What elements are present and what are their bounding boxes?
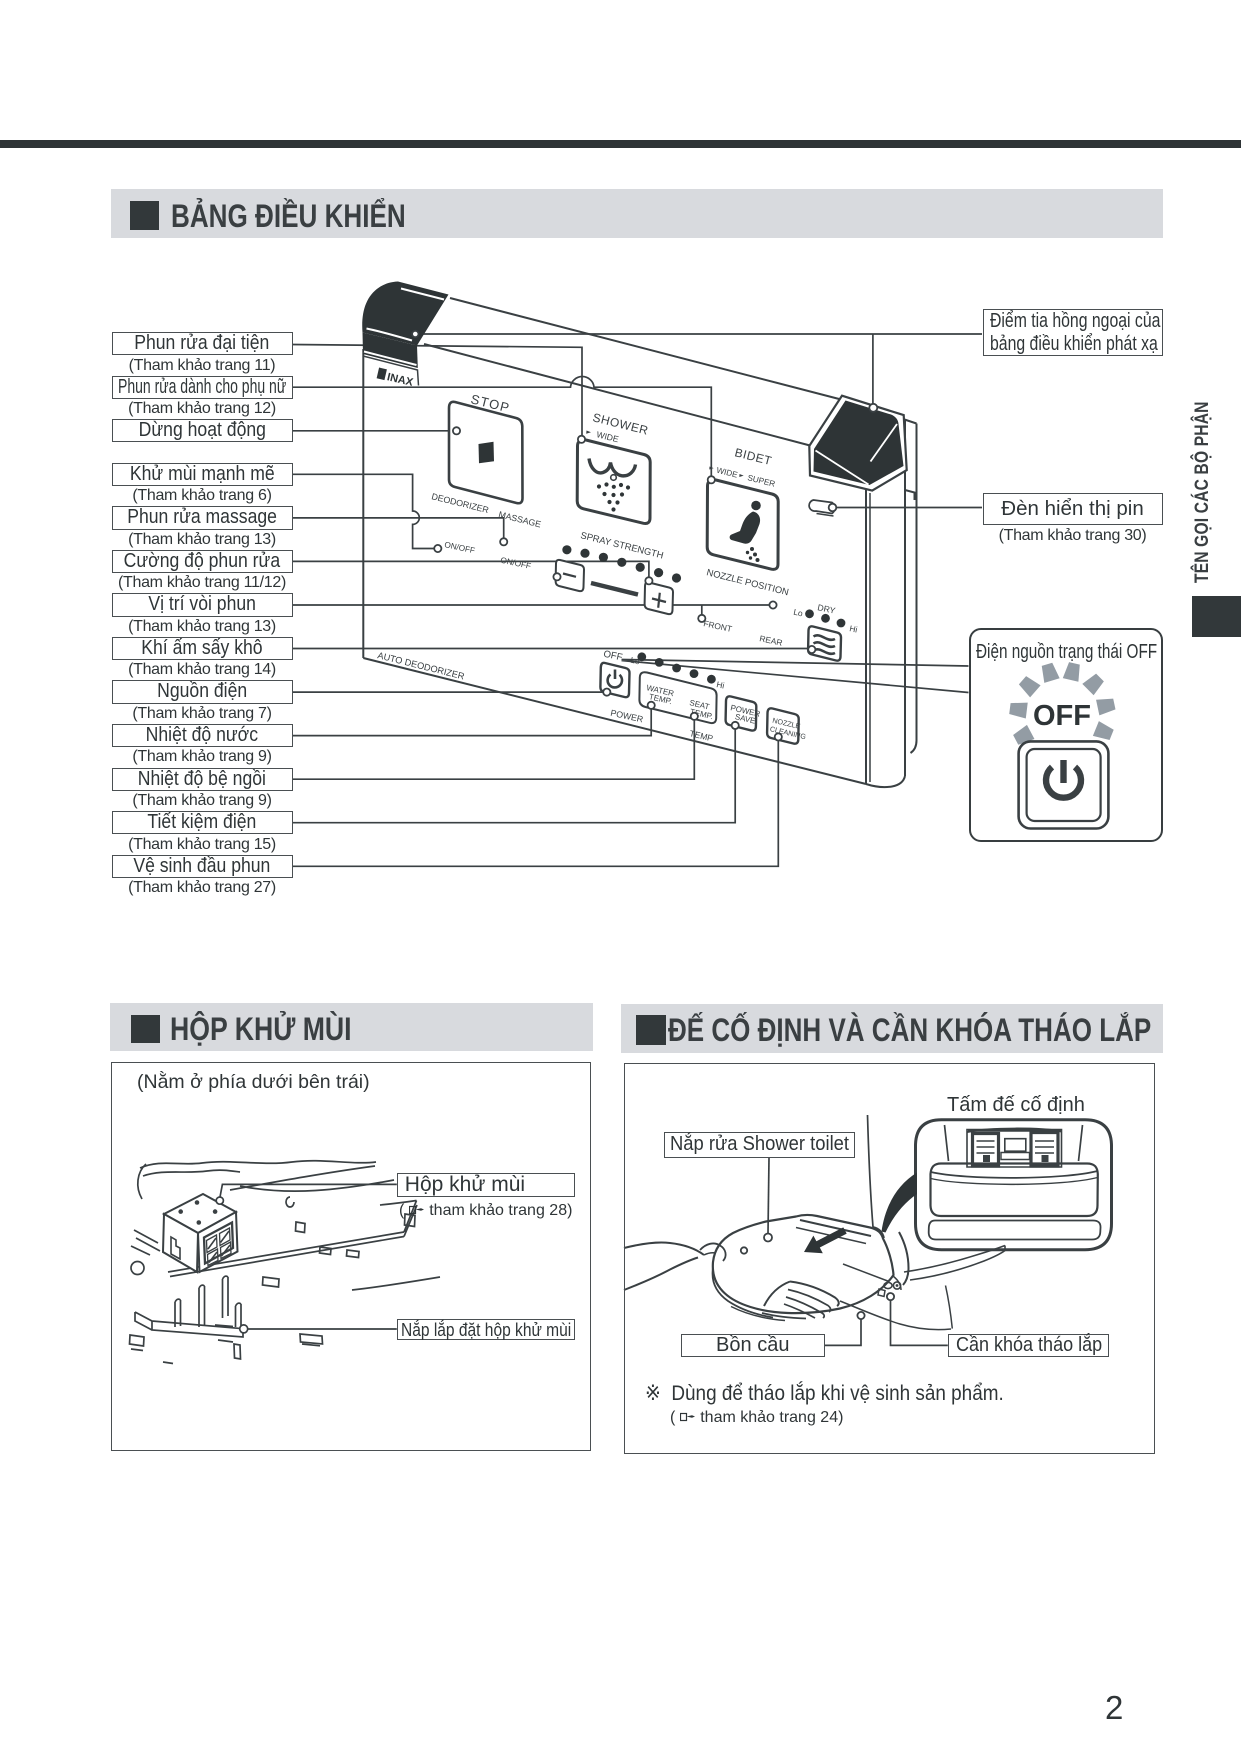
svg-text:ON/OFF: ON/OFF — [500, 556, 532, 571]
svg-text:NOZZLE POSITION: NOZZLE POSITION — [706, 566, 791, 597]
svg-text:ON/OFF: ON/OFF — [444, 540, 476, 555]
svg-text:INAX: INAX — [386, 371, 415, 389]
svg-text:Hi: Hi — [849, 623, 859, 634]
svg-text:SPRAY STRENGTH: SPRAY STRENGTH — [580, 529, 665, 560]
svg-text:OFF: OFF — [602, 649, 623, 664]
svg-text:Hi: Hi — [716, 679, 726, 690]
svg-text:WIDE: WIDE — [716, 466, 739, 480]
svg-text:DRY: DRY — [817, 602, 837, 616]
svg-text:SUPER: SUPER — [747, 473, 777, 489]
svg-text:REAR: REAR — [759, 633, 784, 648]
svg-text:FRONT: FRONT — [703, 618, 733, 634]
svg-text:Lo: Lo — [630, 655, 642, 667]
svg-text:BIDET: BIDET — [733, 445, 773, 468]
svg-text:Lo: Lo — [793, 607, 805, 619]
svg-text:OFF: OFF — [1033, 700, 1091, 732]
svg-text:SEAT: SEAT — [689, 698, 711, 711]
svg-text:AUTO DEODORIZER: AUTO DEODORIZER — [377, 650, 466, 681]
